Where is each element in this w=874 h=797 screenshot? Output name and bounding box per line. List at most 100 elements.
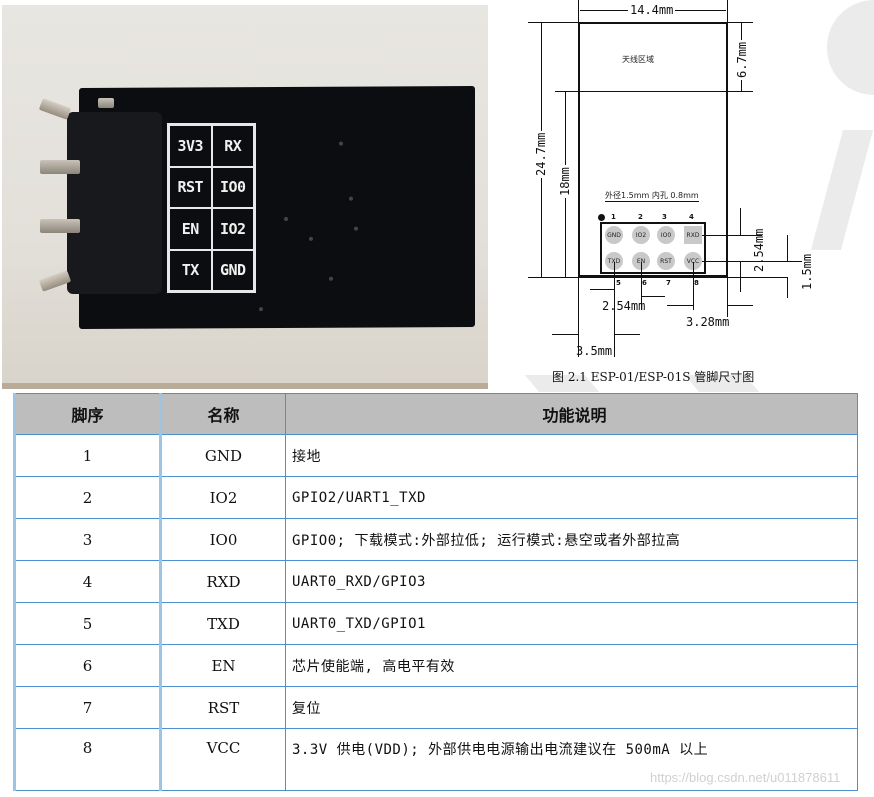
pin-name: RXD bbox=[160, 560, 286, 603]
pin-name: VCC bbox=[160, 728, 286, 791]
pin-header bbox=[67, 112, 162, 294]
pin-function: GPIO0; 下载模式:外部拉低; 运行模式:悬空或者外部拉高 bbox=[285, 518, 858, 561]
header-pin-tip bbox=[98, 98, 114, 108]
pin-no: 4 bbox=[13, 560, 162, 603]
pad-io0: IO0 bbox=[657, 226, 675, 244]
pin1-marker bbox=[598, 214, 605, 221]
pin-function: GPIO2/UART1_TXD bbox=[285, 476, 858, 519]
pin-number: 4 bbox=[689, 213, 694, 221]
pin-number: 3 bbox=[662, 213, 667, 221]
dim-line bbox=[641, 296, 665, 297]
pad-gnd: GND bbox=[605, 226, 623, 244]
pin-function: 芯片使能端, 高电平有效 bbox=[285, 644, 858, 687]
silkscreen-label-grid: 3V3 RX RST IO0 EN IO2 TX GND bbox=[167, 123, 256, 293]
via bbox=[354, 226, 358, 231]
pin-no: 7 bbox=[13, 686, 162, 729]
pin-number: 8 bbox=[694, 279, 699, 287]
module-photo: 3V3 RX RST IO0 EN IO2 TX GND bbox=[2, 5, 488, 389]
dim-line bbox=[614, 334, 640, 335]
pin-function: 3.3V 供电(VDD); 外部供电电源输出电流建议在 500mA 以上 bbox=[285, 728, 858, 791]
dim-line bbox=[727, 305, 753, 306]
dim-line bbox=[740, 262, 741, 292]
pin-function: UART0_TXD/GPIO1 bbox=[285, 602, 858, 645]
silkscreen-rst: RST bbox=[169, 166, 212, 208]
pad-rxd: RXD bbox=[684, 226, 702, 244]
pin-name: RST bbox=[160, 686, 286, 729]
lower-height-dimension: 18mm bbox=[558, 165, 572, 198]
dim-line bbox=[787, 235, 788, 261]
dim-line bbox=[702, 235, 762, 236]
pin-no: 8 bbox=[13, 728, 162, 791]
watermark-shape bbox=[810, 130, 874, 250]
dim-line bbox=[727, 0, 728, 22]
silkscreen-3v3: 3V3 bbox=[169, 125, 212, 167]
table-header-row: 脚序 名称 功能说明 bbox=[13, 393, 858, 435]
via bbox=[349, 196, 353, 201]
pin-no: 2 bbox=[13, 476, 162, 519]
pin-name: EN bbox=[160, 644, 286, 687]
via bbox=[309, 236, 313, 241]
dim-line bbox=[578, 0, 579, 22]
vertical-pitch-dimension: 2.54mm bbox=[752, 228, 766, 272]
right-offset-dimension: 3.28mm bbox=[686, 315, 730, 329]
header-pin bbox=[40, 219, 80, 233]
pin-name: IO2 bbox=[160, 476, 286, 519]
watermark-shape bbox=[827, 0, 874, 95]
dim-line bbox=[740, 208, 741, 235]
via bbox=[284, 216, 288, 221]
pad-vcc: VCC bbox=[684, 252, 702, 270]
horizontal-pitch-dimension: 2.54mm bbox=[602, 299, 646, 313]
pin-number: 1 bbox=[611, 213, 616, 221]
table-row: 7 RST 复位 bbox=[13, 686, 858, 729]
antenna-area-label: 天线区域 bbox=[622, 55, 654, 64]
dim-line bbox=[728, 91, 753, 92]
pin-function-table: 脚序 名称 功能说明 1 GND 接地 2 IO2 GPIO2/UART1_TX… bbox=[13, 393, 858, 791]
pad-io2: IO2 bbox=[632, 226, 650, 244]
total-height-dimension: 24.7mm bbox=[534, 130, 548, 178]
pin-name: TXD bbox=[160, 602, 286, 645]
silkscreen-io0: IO0 bbox=[211, 166, 254, 208]
baseline bbox=[528, 277, 788, 278]
header-function: 功能说明 bbox=[285, 393, 858, 435]
header-pin bbox=[40, 160, 80, 174]
via bbox=[339, 141, 343, 146]
pin-name: GND bbox=[160, 434, 286, 477]
source-watermark: https://blog.csdn.net/u011878611 bbox=[650, 770, 841, 785]
pin-number: 7 bbox=[666, 279, 671, 287]
table-row: 8 VCC 3.3V 供电(VDD); 外部供电电源输出电流建议在 500mA … bbox=[13, 728, 858, 791]
via bbox=[329, 276, 333, 281]
figure-caption: 图 2.1 ESP-01/ESP-01S 管脚尺寸图 bbox=[552, 370, 755, 384]
antenna-divider bbox=[578, 91, 728, 92]
dim-line bbox=[702, 261, 802, 262]
table-row: 1 GND 接地 bbox=[13, 434, 858, 477]
dim-line bbox=[728, 22, 753, 23]
bottom-offset-dimension: 1.5mm bbox=[800, 253, 814, 290]
left-offset-dimension: 3.5mm bbox=[576, 344, 613, 358]
hole-size-note: 外径1.5mm 内孔 0.8mm bbox=[605, 191, 699, 202]
table-row: 4 RXD UART0_RXD/GPIO3 bbox=[13, 560, 858, 603]
dim-line bbox=[614, 262, 615, 357]
antenna-dimension: 6.7mm bbox=[735, 39, 749, 80]
pin-number: 6 bbox=[642, 279, 647, 287]
photo-shadow bbox=[2, 383, 488, 389]
header-pin bbox=[38, 98, 72, 120]
pin-function: 接地 bbox=[285, 434, 858, 477]
pin-number: 5 bbox=[616, 279, 621, 287]
silkscreen-tx: TX bbox=[169, 249, 212, 291]
header-pin-no: 脚序 bbox=[13, 393, 162, 435]
pin-no: 5 bbox=[13, 602, 162, 645]
table-row: 2 IO2 GPIO2/UART1_TXD bbox=[13, 476, 858, 519]
dim-line bbox=[552, 334, 578, 335]
dim-line bbox=[641, 262, 642, 310]
dim-line bbox=[727, 277, 728, 317]
pin-function: 复位 bbox=[285, 686, 858, 729]
silkscreen-en: EN bbox=[169, 208, 212, 250]
pad-rst: RST bbox=[657, 252, 675, 270]
silkscreen-rx: RX bbox=[211, 125, 254, 167]
table-row: 6 EN 芯片使能端, 高电平有效 bbox=[13, 644, 858, 687]
module-outline bbox=[578, 22, 728, 277]
dim-line bbox=[590, 289, 614, 290]
dim-line bbox=[578, 277, 579, 357]
pin-no: 3 bbox=[13, 518, 162, 561]
dim-line bbox=[693, 262, 694, 310]
